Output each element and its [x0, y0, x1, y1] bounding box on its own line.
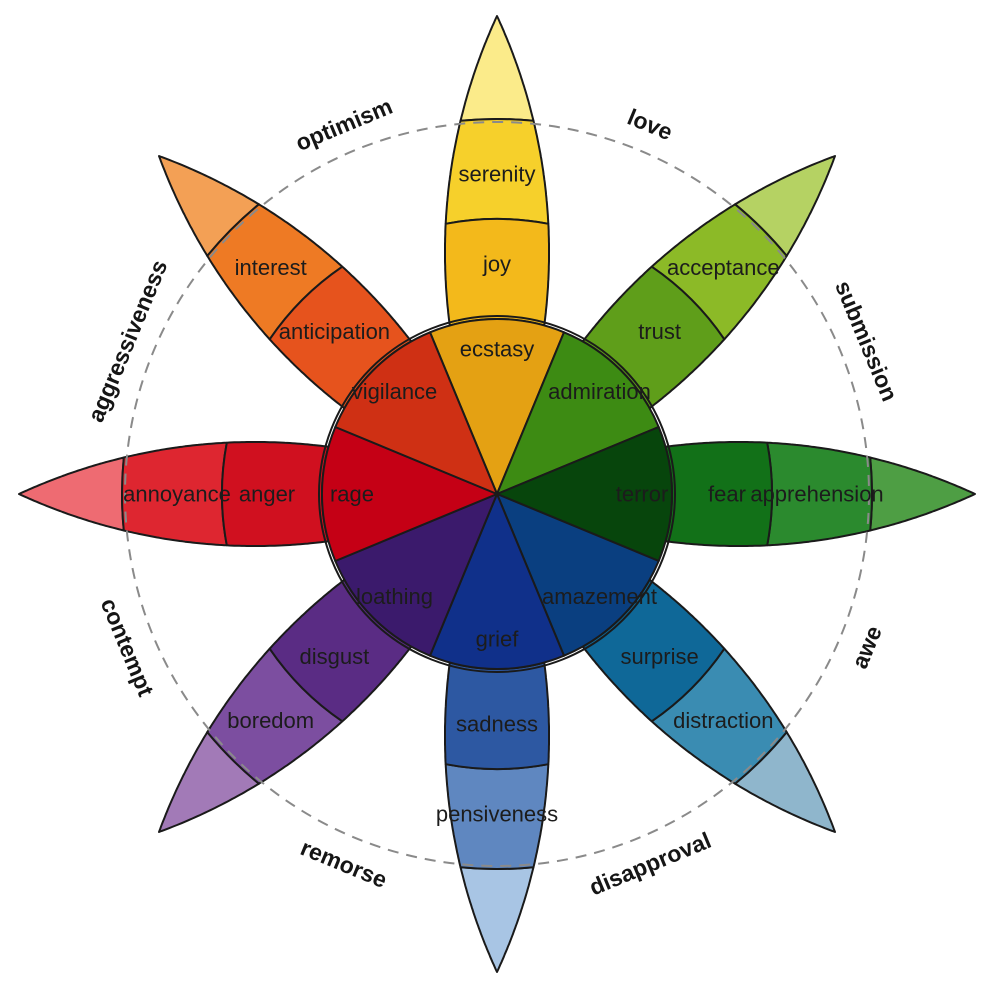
emotion-label-surprise: surprise [620, 644, 698, 669]
petal-disgust-band-1 [334, 493, 498, 657]
petal-sadness [429, 493, 565, 973]
emotion-label-vigilance: vigilance [352, 379, 438, 404]
emotion-label-sadness: sadness [456, 712, 538, 737]
petal-anger [18, 426, 498, 562]
emotion-label-acceptance: acceptance [667, 255, 780, 280]
petal-joy [429, 15, 565, 495]
petals-layer [18, 15, 976, 973]
dyad-label-aggressiveness: aggressiveness [82, 256, 172, 425]
petal-anticipation-band-3 [206, 203, 344, 341]
petal-anger-band-1 [321, 426, 498, 562]
emotion-label-trust: trust [638, 319, 681, 344]
emotion-label-annoyance: annoyance [123, 482, 231, 507]
petal-fear-band-1 [496, 426, 673, 562]
petal-joy-band-4 [459, 15, 535, 122]
dyad-label-disapproval: disapproval [585, 827, 714, 900]
emotion-label-terror: terror [616, 482, 669, 507]
petal-fear-band-4 [869, 456, 976, 532]
petal-disgust [158, 493, 498, 833]
dyad-label-optimism: optimism [292, 93, 396, 156]
petal-trust-band-2 [581, 265, 726, 410]
petal-trust-band-1 [496, 331, 660, 495]
petal-disgust-band-2 [268, 578, 413, 723]
petal-anticipation-band-1 [334, 331, 498, 495]
emotion-label-admiration: admiration [548, 379, 651, 404]
emotion-label-joy: joy [482, 252, 511, 277]
emotion-label-fear: fear [708, 482, 746, 507]
petal-fear-band-3 [766, 441, 873, 547]
petal-sadness-band-3 [444, 763, 550, 870]
emotion-label-distraction: distraction [673, 708, 773, 733]
petal-fear-band-2 [664, 441, 774, 547]
petal-surprise [496, 493, 836, 833]
dyad-label-submission: submission [830, 277, 903, 405]
petal-disgust-band-4 [158, 731, 260, 833]
emotion-label-ecstasy: ecstasy [460, 337, 535, 362]
petal-fear [496, 426, 976, 562]
emotion-label-rage: rage [330, 482, 374, 507]
petal-anger-band-2 [220, 441, 330, 547]
petal-joy-band-1 [429, 318, 565, 495]
emotion-label-pensiveness: pensiveness [436, 802, 558, 827]
petal-anticipation-band-4 [158, 155, 260, 257]
ring-layer [124, 121, 870, 867]
dyad-label-love: love [624, 104, 676, 146]
petal-trust [496, 155, 836, 495]
dyad-label-awe: awe [846, 622, 887, 672]
emotion-label-disgust: disgust [300, 644, 370, 669]
dashed-guide-circle [124, 121, 870, 867]
petal-surprise-band-4 [734, 731, 836, 833]
core-ring [318, 315, 676, 673]
petal-anger-band-4 [18, 456, 125, 532]
emotion-label-anticipation: anticipation [279, 319, 390, 344]
petal-sadness-band-2 [444, 661, 550, 771]
emotion-label-interest: interest [235, 255, 307, 280]
emotion-label-apprehension: apprehension [750, 482, 883, 507]
petal-anticipation-band-2 [268, 265, 413, 410]
emotion-label-anger: anger [239, 482, 295, 507]
petal-sadness-band-4 [459, 866, 535, 973]
petal-surprise-band-2 [581, 578, 726, 723]
emotion-label-serenity: serenity [458, 162, 535, 187]
petal-trust-band-4 [734, 155, 836, 257]
emotion-label-boredom: boredom [227, 708, 314, 733]
petal-anticipation [158, 155, 498, 495]
dyad-label-contempt: contempt [96, 594, 160, 700]
emotion-label-amazement: amazement [542, 584, 657, 609]
petal-sadness-band-1 [429, 493, 565, 670]
emotion-label-loathing: loathing [356, 584, 433, 609]
emotion-label-grief: grief [476, 627, 520, 652]
petal-surprise-band-1 [496, 493, 660, 657]
petal-joy-band-2 [444, 217, 550, 327]
dyad-label-remorse: remorse [297, 834, 391, 893]
